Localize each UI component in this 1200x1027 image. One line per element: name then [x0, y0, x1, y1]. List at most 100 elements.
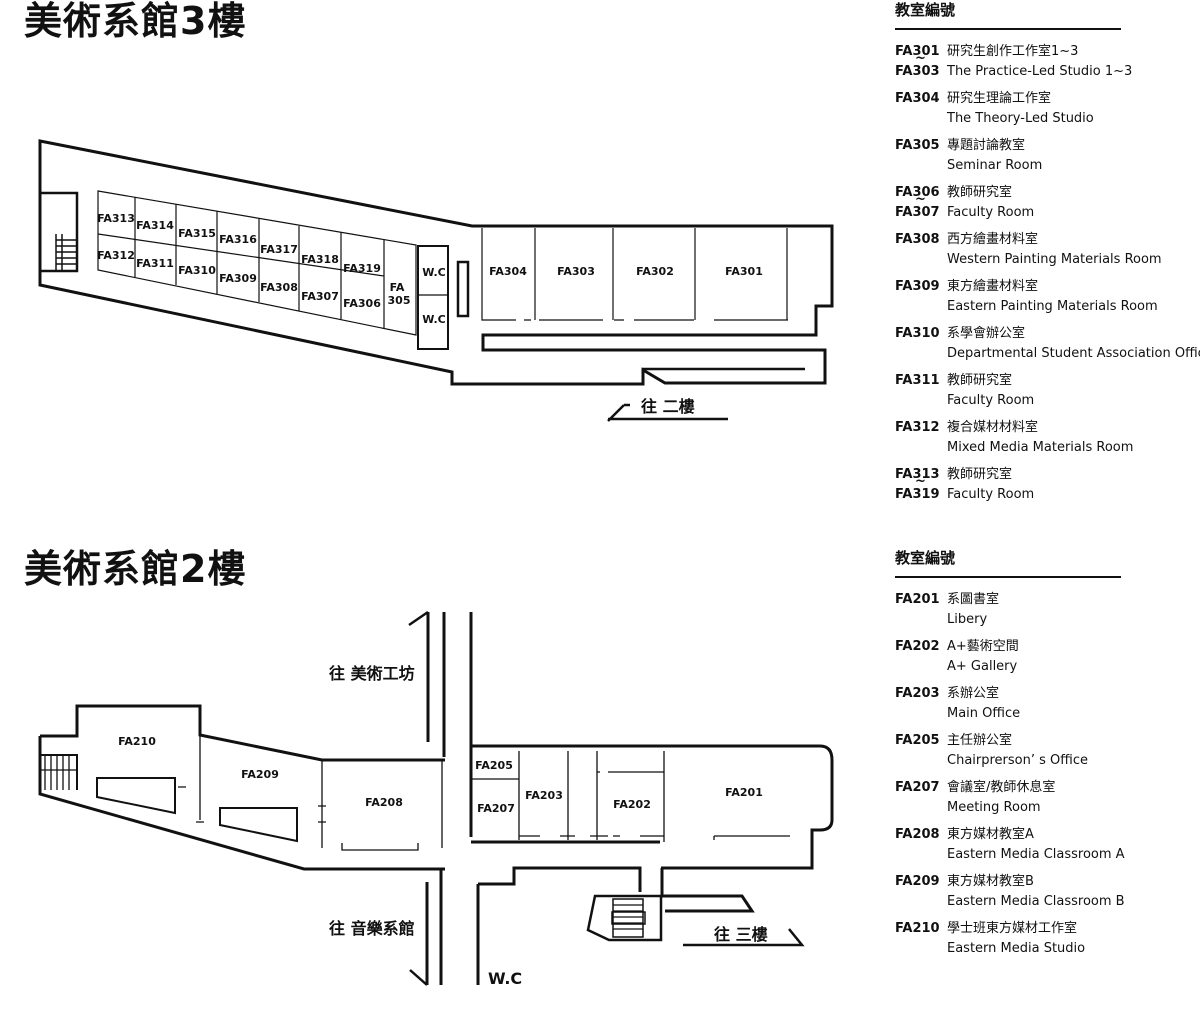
legend-room-description: A+藝術空間 A+ Gallery: [947, 637, 1019, 676]
floor2-title: 美術系館2樓: [24, 547, 247, 591]
room-label-FA310: FA310: [178, 264, 216, 277]
legend-room-code: FA311: [895, 373, 940, 388]
legend-room-name-en: Seminar Room: [947, 157, 1043, 173]
room-label-FA307: FA307: [301, 290, 339, 303]
direction-to-wc: W.C: [488, 969, 522, 988]
legend-room-code: FA304: [895, 91, 940, 106]
legend-room-name-zh: 會議室/教師休息室: [947, 780, 1056, 795]
legend-room-name-zh: 複合媒材材料室: [947, 420, 1039, 435]
legend-item: FA313~FA319 教師研究室 Faculty Room: [895, 465, 1200, 504]
legend-room-code: FA203: [895, 686, 940, 701]
direction-to-music-building: 往 音樂系館: [329, 919, 415, 938]
legend-room-code: FA305: [895, 138, 940, 153]
legend-room-name-zh: 東方繪畫材料室: [947, 279, 1039, 294]
room-label-FA304: FA304: [489, 265, 527, 278]
room-label-FA311: FA311: [136, 257, 174, 270]
legend-room-name-zh: 教師研究室: [947, 467, 1013, 482]
legend-room-code: FA313~FA319: [895, 467, 940, 502]
legend-room-name-zh: 西方繪畫材料室: [947, 232, 1039, 247]
legend-room-code: FA301~FA303: [895, 44, 940, 79]
legend-room-code: FA201: [895, 592, 940, 607]
room-label-FA202: FA202: [613, 798, 651, 811]
legend-room-code: FA309: [895, 279, 940, 294]
room-label-FA314: FA314: [136, 219, 174, 232]
legend-room-code: FA202: [895, 639, 940, 654]
legend-room-name-zh: A+藝術空間: [947, 639, 1019, 654]
legend-room-code: FA312: [895, 420, 940, 435]
legend-room-name-zh: 東方媒材教室B: [947, 874, 1034, 889]
legend-item: FA205 主任辦公室 Chairprerson’ s Office: [895, 731, 1200, 770]
legend-room-name-zh: 系圖書室: [947, 592, 1000, 607]
direction-to-floor3: 往 三樓: [714, 925, 768, 944]
room-label-FA303: FA303: [557, 265, 595, 278]
legend-item: FA305 專題討論教室 Seminar Room: [895, 136, 1200, 175]
legend-room-name-en: Eastern Media Classroom B: [947, 893, 1125, 909]
legend-room-code: FA210: [895, 921, 940, 936]
room-label-FA319: FA319: [343, 262, 381, 275]
room-label-FA306: FA306: [343, 297, 381, 310]
room-label-FA207: FA207: [477, 802, 515, 815]
floor2-plan: [38, 610, 834, 986]
legend-room-name-zh: 研究生理論工作室: [947, 91, 1052, 106]
room-label-FA305-line1: FA: [390, 281, 405, 294]
legend-room-name-en: Main Office: [947, 705, 1021, 721]
legend-room-name-zh: 研究生創作工作室1~3: [947, 44, 1079, 59]
legend-room-name-zh: 主任辦公室: [947, 733, 1013, 748]
legend-room-code: FA306~FA307: [895, 185, 940, 220]
legend-room-name-en: Eastern Media Classroom A: [947, 846, 1125, 862]
floor-plans: FA313 FA314 FA315 FA316 FA317 FA318 FA31…: [38, 139, 834, 988]
legend-room-name-en: Departmental Student Association Office: [947, 345, 1200, 361]
room-label-FA302: FA302: [636, 265, 674, 278]
room-label-FA312: FA312: [97, 249, 135, 262]
floor2-legend-divider: [895, 576, 1121, 578]
legend-room-name-zh: 專題討論教室: [947, 138, 1026, 153]
legend-item: FA202 A+藝術空間 A+ Gallery: [895, 637, 1200, 676]
direction-to-art-workshop: 往 美術工坊: [329, 664, 415, 683]
room-label-FA305-line2: 305: [388, 294, 411, 307]
room-label-FA210: FA210: [118, 735, 156, 748]
legend-room-name-en: A+ Gallery: [947, 658, 1018, 674]
room-label-FA309: FA309: [219, 272, 257, 285]
floor3-legend-divider: [895, 28, 1121, 30]
floor3-plan: [38, 139, 834, 422]
legend-room-code: FA310: [895, 326, 940, 341]
legend-room-name-en: Faculty Room: [947, 204, 1035, 220]
legend-room-name-en: Chairprerson’ s Office: [947, 752, 1088, 768]
legend-room-name-zh: 教師研究室: [947, 185, 1013, 200]
floor3-legend-heading: 教室編號: [895, 1, 956, 19]
legend-room-name-en: The Theory-Led Studio: [947, 110, 1094, 126]
legend-room-name-en: Western Painting Materials Room: [947, 251, 1162, 267]
legend-room-code: FA207: [895, 780, 940, 795]
room-label-FA209: FA209: [241, 768, 279, 781]
room-label-FA318: FA318: [301, 253, 339, 266]
legend-room-code: FA205: [895, 733, 940, 748]
legend-room-code: FA208: [895, 827, 940, 842]
legend-room-name-en: Faculty Room: [947, 486, 1035, 502]
legend-room-description: 教師研究室 Faculty Room: [947, 183, 1034, 222]
legend-room-name-en: Eastern Media Studio: [947, 940, 1086, 956]
floor2-legend-heading: 教室編號: [895, 549, 956, 567]
room-label-FA317: FA317: [260, 243, 298, 256]
legend-room-description: 專題討論教室 Seminar Room: [947, 136, 1042, 175]
room-label-FA201: FA201: [725, 786, 763, 799]
